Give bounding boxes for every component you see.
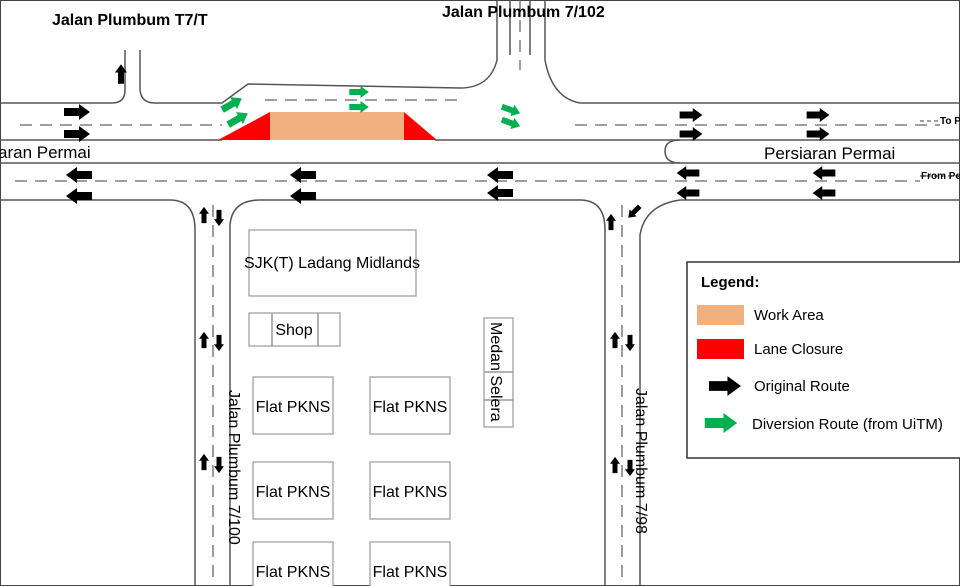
- flat-building: [252, 376, 334, 435]
- school-label: SJK(T) Ladang Midlands: [244, 255, 420, 272]
- legend: Legend: Work Area Lane Closure Original …: [686, 261, 960, 459]
- flat-label: Flat PKNS: [256, 399, 331, 416]
- flat-label: Flat PKNS: [373, 484, 448, 501]
- flat-building: [369, 541, 451, 586]
- flat-building: [369, 376, 451, 435]
- lane-closure-left: [218, 112, 270, 140]
- shop-label: Shop: [275, 322, 312, 339]
- lane-closure-right: [404, 112, 437, 140]
- legend-swatch-work-area: [697, 305, 744, 325]
- flat-building: [252, 461, 334, 520]
- legend-label: Work Area: [754, 307, 824, 324]
- work-area: [270, 112, 404, 140]
- school-building: [248, 229, 417, 297]
- flat-building: [369, 461, 451, 520]
- legend-swatch-lane-closure: [697, 339, 744, 359]
- legend-label: Diversion Route (from UiTM): [752, 416, 943, 433]
- flat-label: Flat PKNS: [373, 399, 448, 416]
- legend-label: Lane Closure: [754, 341, 843, 358]
- flat-label: Flat PKNS: [373, 564, 448, 581]
- to-label: To P: [940, 116, 960, 127]
- road-label-t7t: Jalan Plumbum T7/T: [52, 12, 208, 29]
- road-label-7-102: Jalan Plumbum 7/102: [442, 4, 605, 21]
- road-label-main-right: Persiaran Permai: [764, 144, 895, 163]
- flat-label: Flat PKNS: [256, 484, 331, 501]
- flat-building: [252, 541, 334, 586]
- buildings: SJK(T) Ladang Midlands Shop Medan Selera…: [244, 229, 514, 586]
- flat-label: Flat PKNS: [256, 564, 331, 581]
- from-label: From Pe: [921, 171, 960, 182]
- road-label-7-98: Jalan Plumbum 7/98: [632, 388, 649, 534]
- medan-selera-label: Medan Selera: [487, 322, 504, 422]
- shop-building: [248, 312, 341, 347]
- road-label-main-left: aran Permai: [0, 143, 91, 162]
- road-label-7-100: Jalan Plumbum 7/100: [225, 390, 242, 545]
- legend-label: Original Route: [754, 378, 850, 395]
- legend-title: Legend:: [701, 274, 759, 291]
